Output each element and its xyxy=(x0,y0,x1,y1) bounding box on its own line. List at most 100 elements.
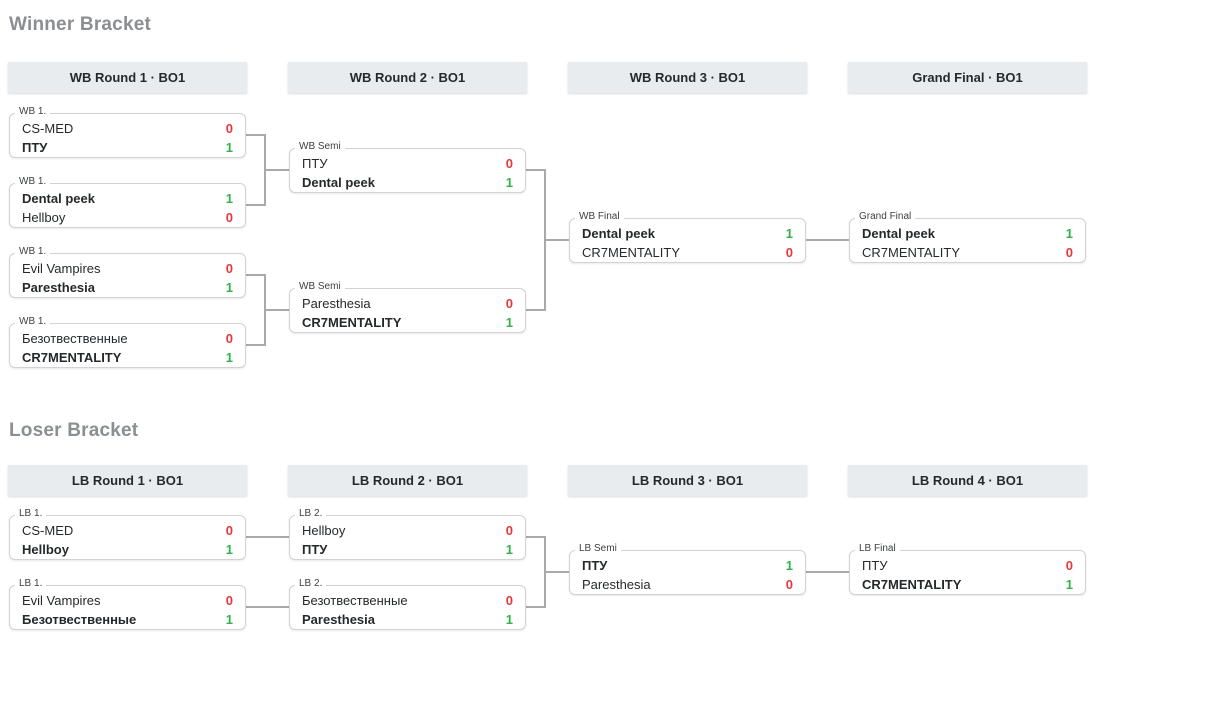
connector-line xyxy=(246,134,266,136)
connector-line xyxy=(246,274,266,276)
team-name: Hellboy xyxy=(22,542,69,557)
round-header: LB Round 2 · BO1 xyxy=(288,465,527,496)
team-row: Hellboy 1 xyxy=(10,540,245,559)
team-score: 1 xyxy=(225,612,233,627)
round-header: Grand Final · BO1 xyxy=(848,62,1087,93)
team-name: CR7MENTALITY xyxy=(862,245,960,260)
team-name: Hellboy xyxy=(22,210,66,225)
team-name: Evil Vampires xyxy=(22,261,101,276)
match-label: WB 1. xyxy=(15,316,51,328)
connector-line xyxy=(246,344,266,346)
team-name: Dental peek xyxy=(862,226,935,241)
team-name: CS-MED xyxy=(22,523,74,538)
connector-line xyxy=(544,239,569,241)
team-row: Dental peek 1 xyxy=(10,189,245,208)
team-score: 1 xyxy=(225,350,233,365)
match-label: WB Semi xyxy=(295,141,345,153)
team-name: Безотвественные xyxy=(22,612,137,627)
team-score: 1 xyxy=(505,542,513,557)
connector-line xyxy=(246,606,289,608)
connector-line xyxy=(526,309,546,311)
team-score: 1 xyxy=(225,542,233,557)
connector-line xyxy=(264,169,289,171)
team-name: CR7MENTALITY xyxy=(582,245,680,260)
team-score: 1 xyxy=(225,140,233,155)
round-header: WB Round 1 · BO1 xyxy=(8,62,247,93)
team-name: Безотвественные xyxy=(22,331,128,346)
match-label: Grand Final xyxy=(855,211,916,223)
team-score: 0 xyxy=(505,296,513,311)
team-row: Безотвественные 0 xyxy=(290,591,525,610)
team-name: Paresthesia xyxy=(582,577,651,592)
team-name: Dental peek xyxy=(582,226,655,241)
round-header: LB Round 3 · BO1 xyxy=(568,465,807,496)
team-score: 1 xyxy=(785,226,793,241)
connector-line xyxy=(544,571,569,573)
team-score: 0 xyxy=(505,156,513,171)
connector-line xyxy=(526,536,546,538)
round-header: WB Round 3 · BO1 xyxy=(568,62,807,93)
team-name: Безотвественные xyxy=(302,593,408,608)
team-name: ПТУ xyxy=(302,156,328,171)
match-label: LB Semi xyxy=(575,543,621,555)
team-name: CR7MENTALITY xyxy=(862,577,962,592)
match-label: WB 1. xyxy=(15,176,51,188)
match-label: LB 2. xyxy=(295,508,327,520)
connector-line xyxy=(246,204,266,206)
team-score: 1 xyxy=(225,191,233,206)
team-row: Dental peek 1 xyxy=(850,224,1085,243)
match-label: LB 1. xyxy=(15,508,47,520)
team-score: 1 xyxy=(1065,226,1073,241)
match-label: WB 1. xyxy=(15,246,51,258)
round-header: LB Round 4 · BO1 xyxy=(848,465,1087,496)
match-label: WB 1. xyxy=(15,106,51,118)
team-score: 0 xyxy=(225,331,233,346)
team-name: Paresthesia xyxy=(302,296,371,311)
connector-line xyxy=(526,169,546,171)
team-score: 0 xyxy=(225,210,233,225)
match-label: LB 2. xyxy=(295,578,327,590)
winner-bracket-title: Winner Bracket xyxy=(9,14,152,35)
team-score: 0 xyxy=(505,593,513,608)
connector-line xyxy=(806,239,849,241)
team-name: CR7MENTALITY xyxy=(302,315,402,330)
connector-line xyxy=(246,536,289,538)
team-name: Dental peek xyxy=(302,175,375,190)
team-score: 0 xyxy=(1065,245,1073,260)
connector-line xyxy=(264,309,289,311)
connector-line xyxy=(806,571,849,573)
round-header: WB Round 2 · BO1 xyxy=(288,62,527,93)
team-name: Dental peek xyxy=(22,191,95,206)
team-score: 0 xyxy=(505,523,513,538)
team-row: Безотвественные 0 xyxy=(10,329,245,348)
team-name: Paresthesia xyxy=(302,612,375,627)
